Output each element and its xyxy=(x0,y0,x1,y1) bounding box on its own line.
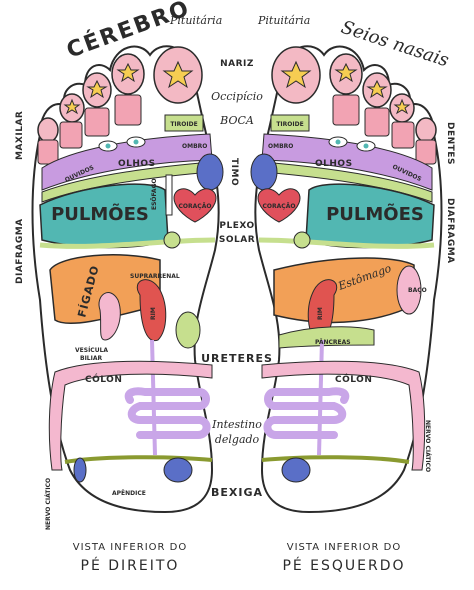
left-toe-5 xyxy=(37,117,59,143)
right-plexo-solar xyxy=(293,231,311,249)
plexo-label-1: PLEXO xyxy=(219,221,254,231)
right-caption-big: PÉ ESQUERDO xyxy=(282,557,405,574)
left-ombro-label: OMBRO xyxy=(182,143,207,150)
left-apendice-label: APÊNDICE xyxy=(112,489,146,497)
right-pulmoes-label: PULMÕES xyxy=(326,202,424,225)
dentes-label: DENTES xyxy=(445,122,455,165)
left-teeth-block xyxy=(59,121,83,149)
left-caption-big: PÉ DIREITO xyxy=(81,557,180,574)
right-nervo-label: NERVO CIÁTICO xyxy=(424,420,431,472)
left-nervo-label: NERVO CIÁTICO xyxy=(45,478,52,530)
bexiga-label: BEXIGA xyxy=(211,486,263,499)
occipicio-label: Occipício xyxy=(211,90,263,103)
left-pulmoes-label: PULMÕES xyxy=(51,202,149,225)
left-caption-small: VISTA INFERIOR DO xyxy=(73,542,187,553)
left-rim-label: RIM xyxy=(150,307,157,320)
right-teeth-block xyxy=(391,121,415,149)
right-teeth-block xyxy=(415,139,437,165)
timo-label: TIMO xyxy=(229,158,239,186)
right-pancreas-label: PÂNCREAS xyxy=(315,339,351,346)
right-pituitaria-label: Pituitária xyxy=(257,14,310,27)
left-teeth-block xyxy=(84,107,110,137)
left-plexo-solar xyxy=(163,231,181,249)
right-rim-label: RIM xyxy=(317,307,324,320)
right-colon-zone xyxy=(261,360,426,471)
left-diafragma-line xyxy=(39,237,216,249)
right-bexiga-zone xyxy=(281,457,311,483)
left-teeth-block xyxy=(114,94,142,126)
left-colon-zone xyxy=(48,360,213,471)
left-eye-icon xyxy=(105,143,111,149)
left-rim-zone xyxy=(137,279,167,342)
right-pancreas-zone xyxy=(278,326,375,349)
left-foot: TIROIDE OMBRO OLHOS OUVIDOS PULMÕES ESÔF… xyxy=(31,45,224,514)
maxilar-label: MAXILAR xyxy=(15,111,25,160)
nariz-label: NARIZ xyxy=(220,59,254,69)
right-heart-icon xyxy=(257,188,301,223)
left-green-organ xyxy=(175,311,201,349)
left-teeth-block xyxy=(37,139,59,165)
right-baco-zone xyxy=(396,265,422,315)
right-diafragma-label: DIAFRAGMA xyxy=(445,198,455,264)
left-eye-icon xyxy=(133,139,139,145)
left-suprarrenal-label: SUPRARRENAL xyxy=(130,273,180,280)
right-diafragma-line xyxy=(258,237,435,249)
right-baco-label: BAÇO xyxy=(408,287,427,294)
left-intestino-zone xyxy=(124,387,211,439)
right-intestino-zone xyxy=(263,387,350,439)
right-coracao-label: CORAÇÃO xyxy=(263,203,296,210)
intestino-label-1: Intestino xyxy=(211,418,262,431)
intestino-label-2: delgado xyxy=(215,433,260,446)
left-heart-icon xyxy=(173,188,217,223)
left-vesicula-label-2: BILIAR xyxy=(80,355,103,362)
right-foot xyxy=(250,45,443,514)
left-bexiga-zone xyxy=(163,457,193,483)
left-olhos-label: OLHOS xyxy=(118,159,156,169)
left-esofago-label: ESÔFAGO xyxy=(151,178,158,210)
ureteres-label: URETERES xyxy=(201,352,273,365)
plexo-label-2: SOLAR xyxy=(219,235,255,245)
right-colon-label: CÓLON xyxy=(335,373,372,385)
left-star-icon xyxy=(162,60,194,89)
right-shoulder-zone xyxy=(250,153,278,191)
right-tiroide-label: TIROIDE xyxy=(276,121,303,128)
right-star-icon xyxy=(280,60,312,89)
left-apendice-zone xyxy=(73,457,87,483)
left-vesicula-label-1: VESÍCULA xyxy=(75,346,108,354)
right-tiroide-zone xyxy=(270,114,310,132)
right-teeth-block xyxy=(332,94,360,126)
right-caption-small: VISTA INFERIOR DO xyxy=(287,542,401,553)
right-star-icon xyxy=(366,79,388,99)
left-pituitaria-label: Pituitária xyxy=(169,14,222,27)
left-vesicula-zone xyxy=(98,292,121,341)
left-star-icon xyxy=(86,79,108,99)
left-esofago-zone xyxy=(165,174,173,216)
right-olhos-label: OLHOS xyxy=(315,159,353,169)
right-teeth-block xyxy=(364,107,390,137)
right-star-icon xyxy=(393,98,411,115)
left-shoulder-zone xyxy=(196,153,224,191)
left-colon-label: CÓLON xyxy=(85,373,122,385)
left-coracao-label: CORAÇÃO xyxy=(179,203,212,210)
right-eye-icon xyxy=(363,143,369,149)
right-nervo-line xyxy=(261,455,410,464)
right-ombro-label: OMBRO xyxy=(268,143,293,150)
left-tiroide-zone xyxy=(164,114,204,132)
right-toe-5 xyxy=(415,117,437,143)
left-star-icon xyxy=(63,98,81,115)
left-tiroide-label: TIROIDE xyxy=(170,121,197,128)
left-diafragma-label: DIAFRAGMA xyxy=(15,218,25,284)
left-star-icon xyxy=(116,62,140,83)
right-star-icon xyxy=(334,62,358,83)
boca-label: BOCA xyxy=(219,114,254,127)
right-eye-icon xyxy=(335,139,341,145)
